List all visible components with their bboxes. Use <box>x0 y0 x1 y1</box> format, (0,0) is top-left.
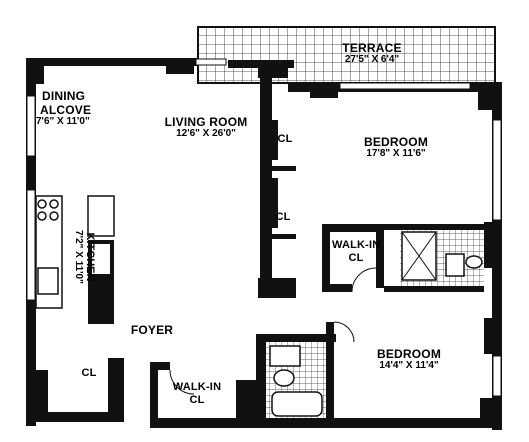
windows <box>26 58 502 397</box>
kitchen-label: KITCHEN 7'2" X 11'0" <box>73 217 96 297</box>
closet-label-2: CL <box>275 211 291 223</box>
walk-in-closet-1-label: WALK-IN CL <box>332 240 380 264</box>
door-swings <box>169 267 377 395</box>
walk-in-1-name: WALK-IN <box>332 239 381 251</box>
bedroom-1-dims: 17'8" X 11'6" <box>366 148 426 159</box>
living-room-label: LIVING ROOM 12'6" X 26'0" <box>150 116 262 139</box>
closet-stubs <box>272 120 296 239</box>
closet-label-1: CL <box>277 133 293 145</box>
living-room-dims: 12'6" X 26'0" <box>176 128 236 139</box>
bedroom-2-label: BEDROOM 14'4" X 11'4" <box>362 348 456 371</box>
closet-label-3: CL <box>81 367 97 379</box>
walk-in-1-sub: CL <box>348 252 364 264</box>
terrace-label: TERRACE 27'5" X 6'4" <box>309 42 435 65</box>
walk-in-2-name: WALK-IN <box>172 381 222 393</box>
living-room-name: LIVING ROOM <box>164 115 248 129</box>
kitchen-name: KITCHEN <box>84 232 96 282</box>
bedroom-2-name: BEDROOM <box>376 347 442 361</box>
kitchen-dims: 7'2" X 11'0" <box>73 230 84 284</box>
bathroom-1 <box>400 230 484 286</box>
dining-name-line1: DINING <box>42 89 86 103</box>
dining-dims: 7'6" X 11'0" <box>36 116 90 127</box>
kitchen-fixtures <box>35 195 115 324</box>
walk-in-2-sub: CL <box>189 394 205 406</box>
terrace-dims: 27'5" X 6'4" <box>344 54 400 65</box>
foyer-name: FOYER <box>130 323 174 337</box>
terrace-name: TERRACE <box>342 41 402 55</box>
bedroom-2-dims: 14'4" X 11'4" <box>379 360 439 371</box>
dining-name-line2: ALCOVE <box>40 103 92 117</box>
walk-in-closet-2-label: WALK-IN CL <box>164 382 230 406</box>
foyer-label: FOYER <box>124 324 180 336</box>
bedroom-1-label: BEDROOM 17'8" X 11'6" <box>344 136 448 159</box>
terrace-area <box>197 26 496 84</box>
dining-alcove-label: DINING ALCOVE 7'6" X 11'0" <box>30 90 122 127</box>
bathroom-2 <box>266 342 326 418</box>
bedroom-1-name: BEDROOM <box>363 135 429 149</box>
